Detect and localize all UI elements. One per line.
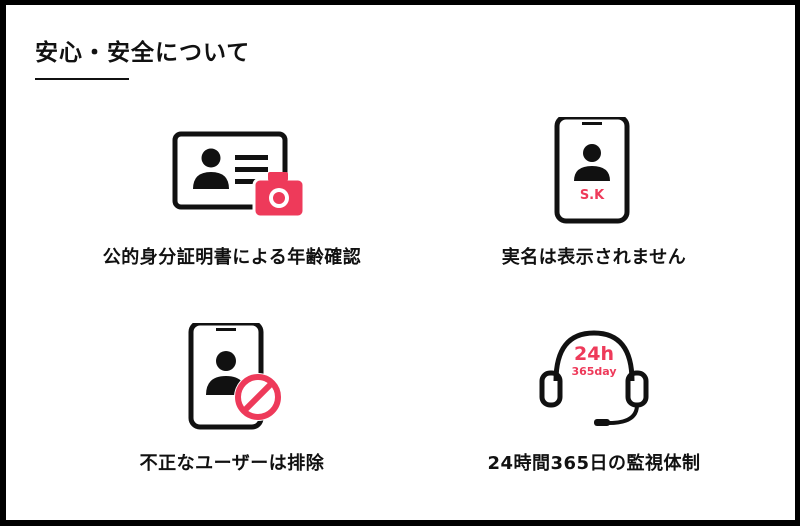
headset-24h-icon: 24h 365day (539, 330, 649, 426)
feature-label: 実名は表示されません (501, 247, 687, 268)
id-card-camera-icon (172, 131, 306, 219)
headset-365day-text: 365day (571, 365, 616, 378)
feature-label: 不正なユーザーは排除 (139, 453, 325, 474)
title-underline (35, 78, 129, 80)
feature-real-name-hidden: S.K 実名は表示されません (404, 117, 784, 277)
section-title: 安心・安全について (35, 40, 251, 66)
phone-profile-initials-icon: S.K (554, 117, 630, 224)
phone-initials-text: S.K (580, 188, 605, 203)
feature-age-verification: 公的身分証明書による年齢確認 (42, 117, 422, 277)
feature-label: 公的身分証明書による年齢確認 (102, 247, 362, 268)
feature-fraud-removal: 不正なユーザーは排除 (42, 323, 422, 483)
phone-user-blocked-icon (188, 323, 282, 430)
feature-label: 24時間365日の監視体制 (487, 453, 701, 474)
headset-24h-text: 24h (574, 343, 614, 365)
feature-24h-monitoring: 24h 365day 24時間365日の監視体制 (404, 323, 784, 483)
safety-card: 安心・安全について 公的身分証明書による年齢確認 S.K (6, 5, 795, 520)
